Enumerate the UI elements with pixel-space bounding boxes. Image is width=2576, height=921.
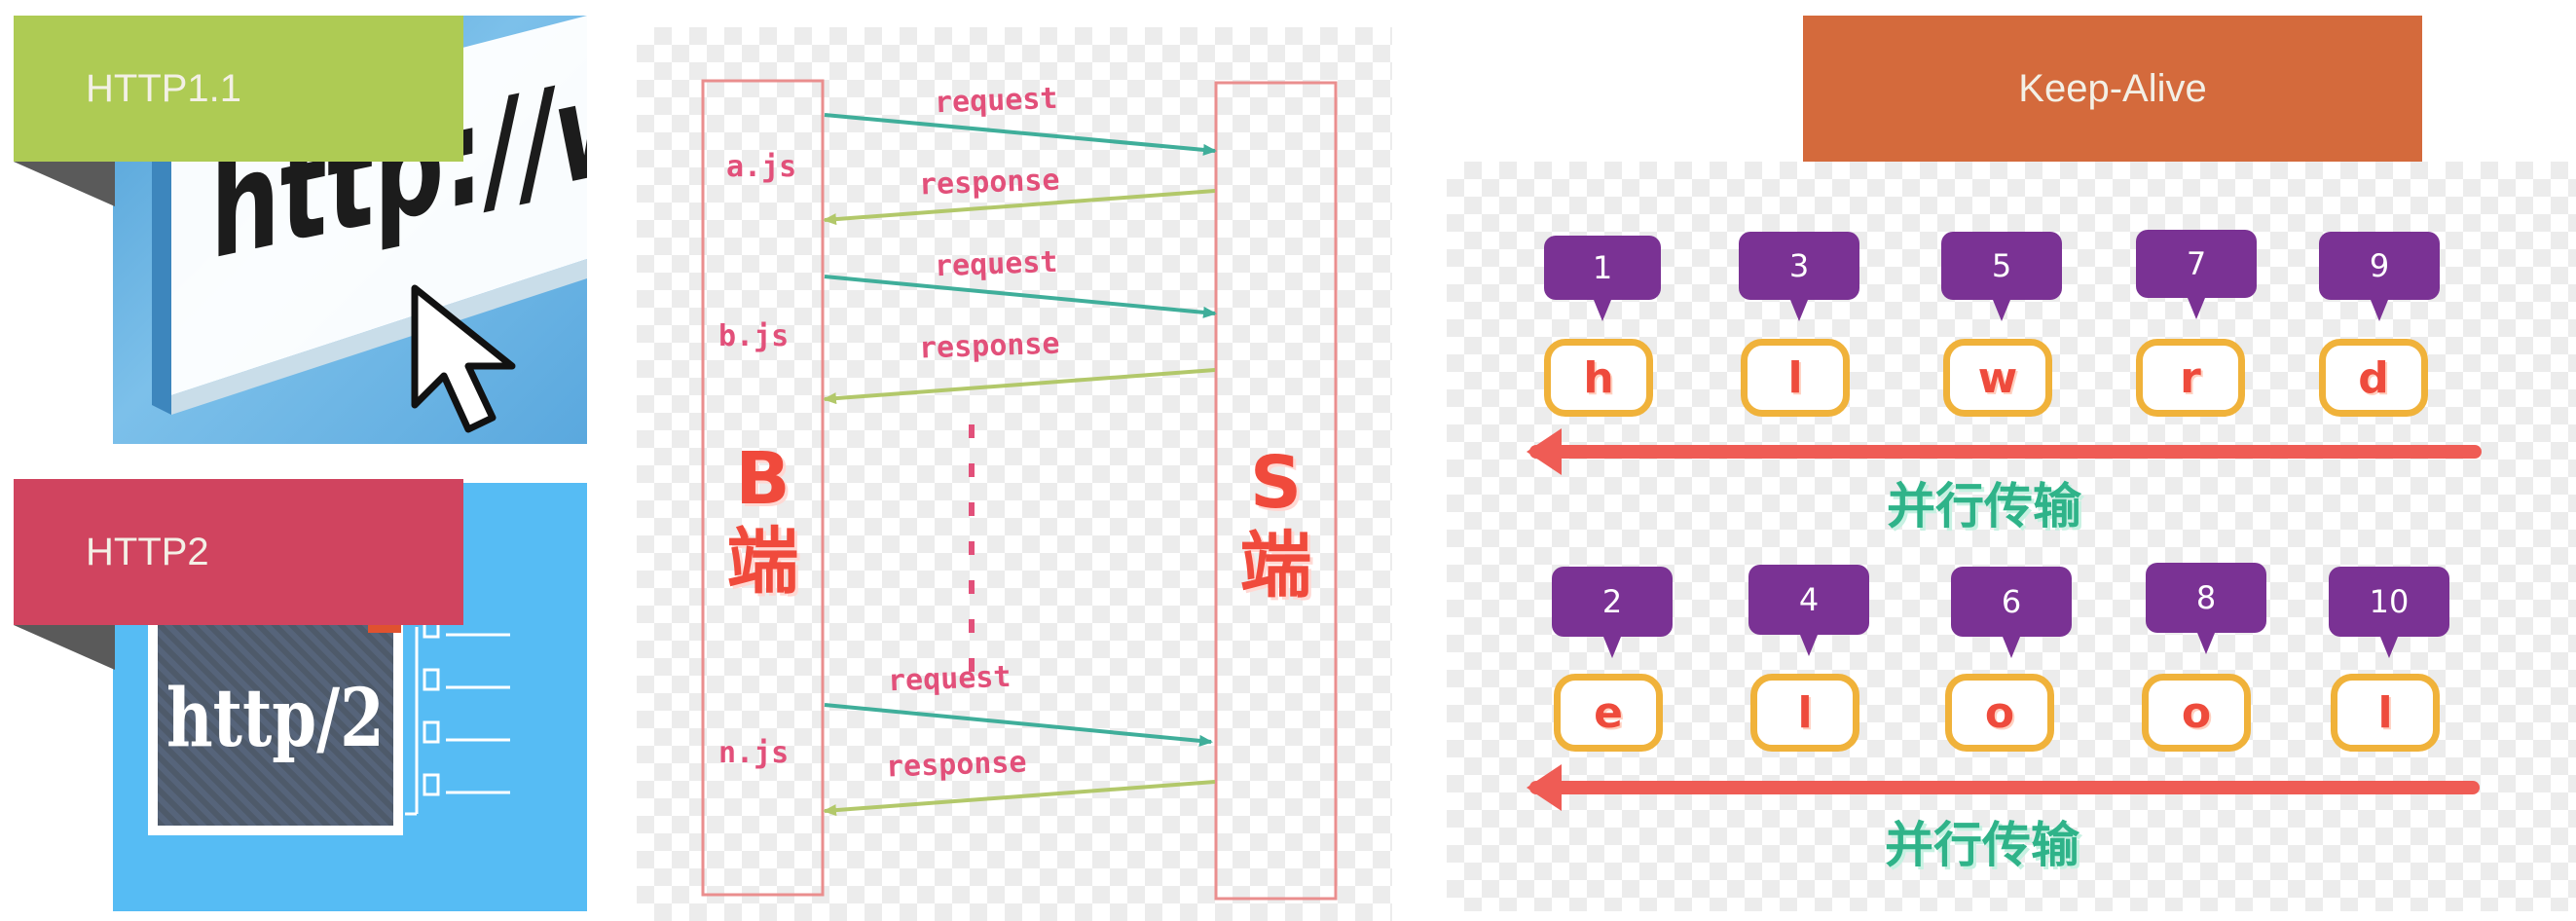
http11-banner-fold bbox=[14, 162, 115, 206]
request-label-1: request bbox=[934, 81, 1059, 121]
left-arrow-icon bbox=[1527, 428, 2482, 475]
seq-bubble: 1 bbox=[1544, 236, 1661, 321]
left-arrow-icon bbox=[1527, 764, 2480, 811]
http2-card: http/2 ix bbox=[148, 596, 403, 835]
seq-bubble: 3 bbox=[1739, 232, 1859, 321]
mouse-cursor-icon bbox=[411, 284, 516, 433]
file-label-n: n.js bbox=[718, 736, 790, 770]
http2-card-label: http/2 bbox=[166, 672, 385, 765]
response-label-3: response bbox=[885, 745, 1028, 785]
request-label-2: request bbox=[934, 244, 1059, 284]
file-label-b: b.js bbox=[718, 319, 790, 353]
seq-number: 8 bbox=[2195, 579, 2217, 616]
seq-number: 3 bbox=[1788, 247, 1810, 284]
letter-box: w bbox=[1943, 339, 2052, 417]
letter: h bbox=[1583, 352, 1614, 403]
request-arrow-1 bbox=[824, 113, 1217, 156]
sequence-diagram-lines bbox=[701, 79, 1338, 901]
letter-box: l bbox=[1750, 674, 1859, 752]
server-label: S 端 bbox=[1216, 441, 1336, 608]
http11-banner-label: HTTP1.1 bbox=[86, 66, 242, 110]
http2-card-inner: http/2 bbox=[158, 611, 393, 826]
client-label-char: 端 bbox=[726, 520, 799, 605]
letter: e bbox=[1594, 687, 1623, 738]
request-arrow-3 bbox=[824, 703, 1213, 747]
client-lifeline bbox=[701, 79, 825, 897]
client-label: B 端 bbox=[703, 437, 823, 605]
seq-number: 6 bbox=[2001, 583, 2022, 620]
server-label-letter: S bbox=[1249, 441, 1303, 525]
ellipsis-dots bbox=[969, 424, 975, 672]
letter: w bbox=[1977, 352, 2018, 403]
letter: l bbox=[1787, 352, 1803, 403]
http2-banner-fold bbox=[14, 625, 115, 670]
letter-box: l bbox=[1741, 339, 1850, 417]
letter: o bbox=[2181, 687, 2212, 738]
server-label-char: 端 bbox=[1239, 524, 1312, 608]
letter-box: d bbox=[2319, 339, 2428, 417]
seq-bubble: 9 bbox=[2319, 232, 2440, 321]
response-label-2: response bbox=[918, 326, 1061, 366]
response-arrow-2 bbox=[823, 368, 1216, 405]
seq-bubble: 6 bbox=[1951, 567, 2072, 658]
server-lifeline bbox=[1214, 81, 1338, 901]
letter: l bbox=[2377, 687, 2393, 738]
http11-banner: HTTP1.1 bbox=[14, 16, 463, 162]
seq-number: 4 bbox=[1798, 581, 1820, 618]
http2-banner-label: HTTP2 bbox=[86, 530, 209, 573]
request-arrow-2 bbox=[824, 275, 1217, 318]
parallel-caption-2: 并行传输 bbox=[1885, 817, 2079, 873]
letter: r bbox=[2180, 352, 2201, 403]
letter-box: e bbox=[1554, 674, 1663, 752]
http2-banner: HTTP2 bbox=[14, 479, 463, 625]
seq-number: 5 bbox=[1991, 247, 2012, 284]
keepalive-banner-label: Keep-Alive bbox=[2018, 66, 2207, 110]
request-label-3: request bbox=[887, 659, 1012, 699]
letter: o bbox=[1984, 687, 2015, 738]
letter: l bbox=[1797, 687, 1813, 738]
response-label-1: response bbox=[918, 163, 1061, 203]
seq-number: 9 bbox=[2369, 247, 2390, 284]
parallel-caption-1: 并行传输 bbox=[1887, 478, 2081, 534]
seq-bubble: 10 bbox=[2329, 567, 2449, 658]
seq-bubble: 4 bbox=[1748, 565, 1869, 656]
seq-number: 2 bbox=[1601, 583, 1623, 620]
seq-bubble: 7 bbox=[2136, 230, 2257, 319]
client-label-letter: B bbox=[735, 437, 791, 521]
response-arrow-3 bbox=[823, 780, 1216, 817]
seq-bubble: 5 bbox=[1941, 232, 2062, 321]
file-label-a: a.js bbox=[726, 150, 797, 184]
letter-box: h bbox=[1544, 339, 1653, 417]
letter-box: o bbox=[1945, 674, 2054, 752]
seq-number: 1 bbox=[1592, 249, 1613, 286]
parallel-diagram: 1 3 5 7 9 h l w r d 2 4 6 8 10 e l o o l bbox=[1447, 162, 2576, 911]
seq-number: 10 bbox=[2369, 583, 2410, 620]
seq-bubble: 2 bbox=[1552, 567, 1673, 658]
parallel-arrows bbox=[1527, 428, 2482, 811]
seq-number: 7 bbox=[2186, 245, 2207, 282]
keepalive-banner: Keep-Alive bbox=[1803, 16, 2422, 162]
sequence-diagram: request response request response reques… bbox=[637, 27, 1392, 921]
letter: d bbox=[2358, 352, 2389, 403]
seq-bubble: 8 bbox=[2146, 563, 2266, 654]
letter-box: r bbox=[2136, 339, 2245, 417]
letter-box: o bbox=[2142, 674, 2251, 752]
outline-list-graphic bbox=[405, 615, 510, 816]
letter-box: l bbox=[2331, 674, 2440, 752]
response-arrow-1 bbox=[823, 189, 1216, 226]
